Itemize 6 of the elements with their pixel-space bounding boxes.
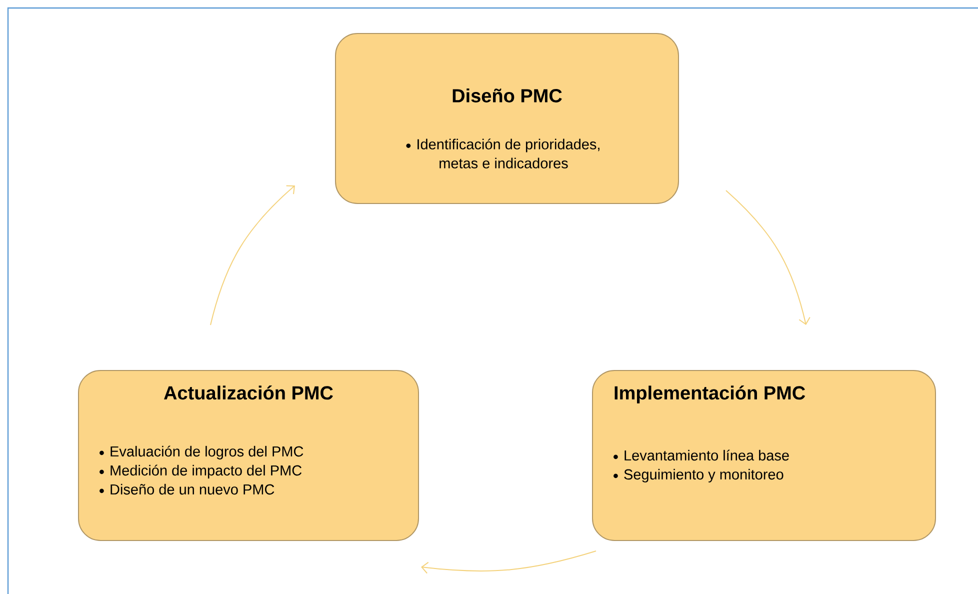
process-box: Implementación PMC Levantamiento línea base Seguimiento y monitoreo xyxy=(592,370,936,541)
process-box: Actualización PMC Evaluación de logros del PMC Medición de impacto del PMC Diseño de un nuevo PMC xyxy=(78,370,419,541)
arrow xyxy=(421,550,596,574)
arrow xyxy=(726,190,810,325)
arrow xyxy=(210,185,295,326)
process-box: Diseño PMC Identificación de prioridades, metas e indicadores xyxy=(335,33,679,204)
